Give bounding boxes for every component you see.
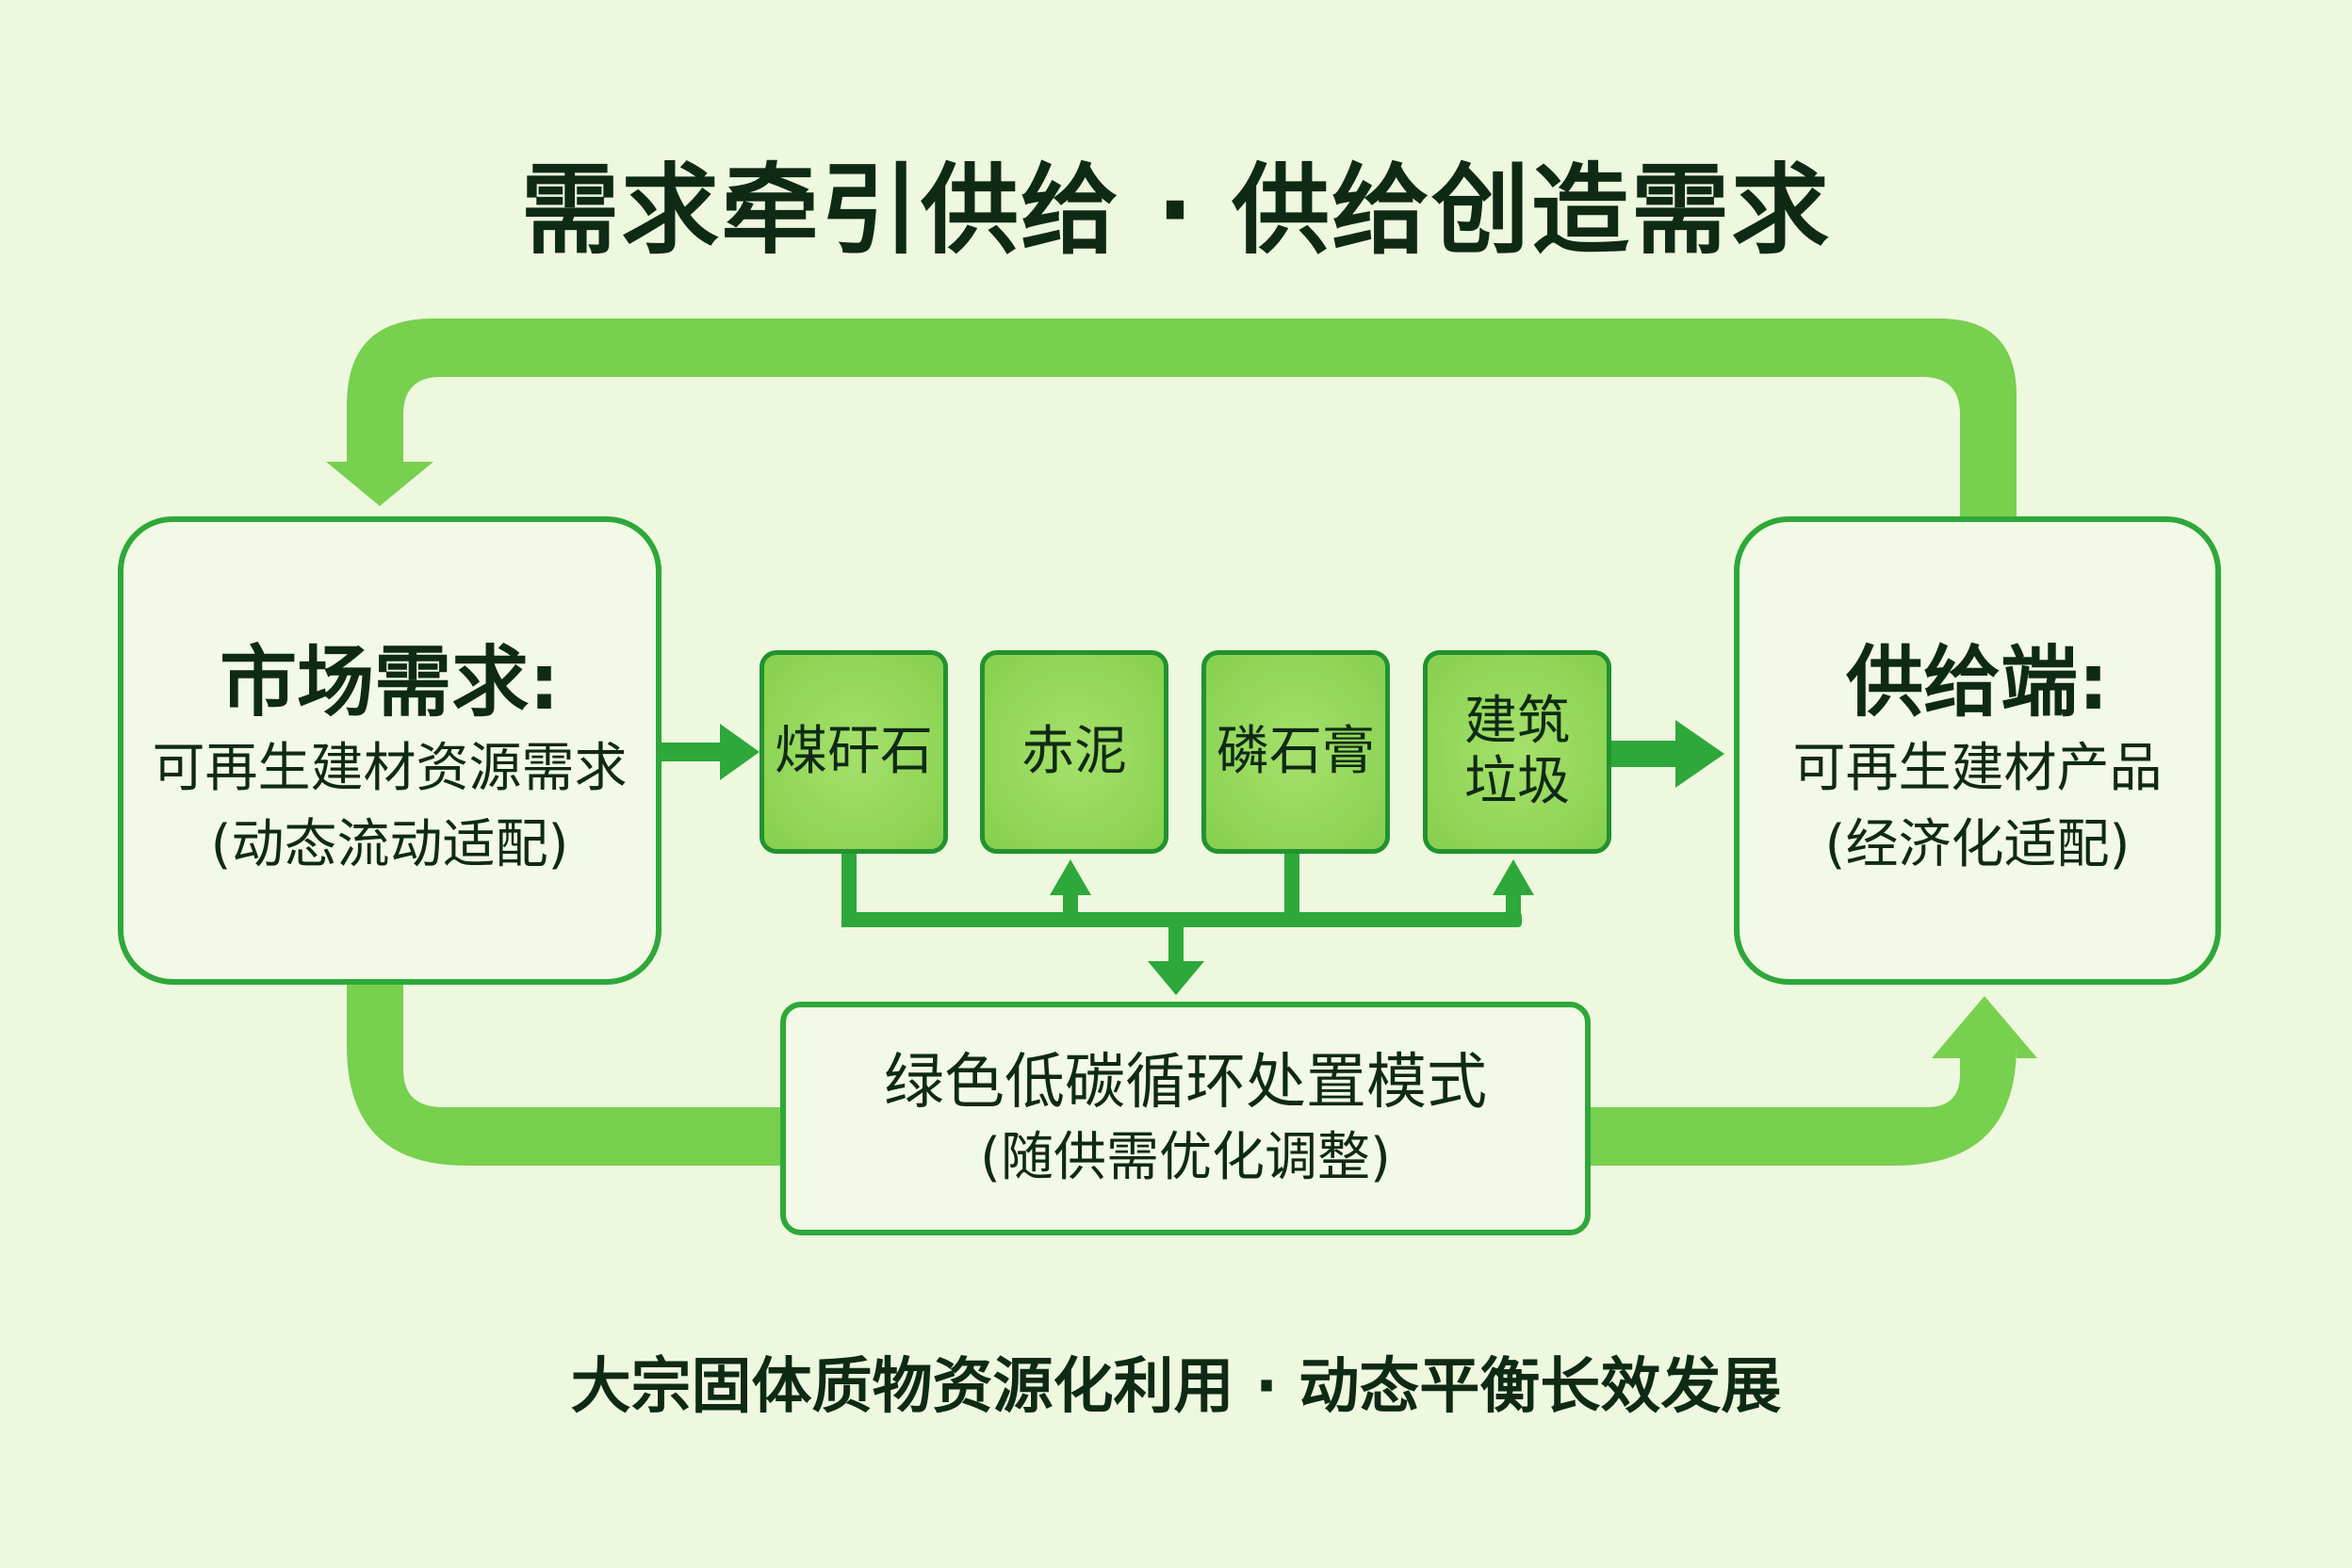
material-label-line2: 垃圾 (1464, 751, 1570, 812)
material-box-red-mud: 赤泥 (980, 650, 1168, 854)
material-label: 赤泥 (1021, 720, 1127, 782)
top-loop-arrow (326, 318, 2017, 516)
materials-to-supply-arrow (1609, 720, 1724, 788)
market-demand-line2: (动态流动适配) (210, 813, 569, 875)
market-demand-box: 市场需求: 可再生建材资源需求 (动态流动适配) (118, 516, 662, 985)
material-box-construction-waste: 建筑 垃圾 (1423, 650, 1611, 854)
footer-caption: 大宗固体质物资源化利用 · 动态平衡长效发展 (570, 1352, 1782, 1422)
process-heading: 绿色低碳循环处置模式 (884, 1047, 1487, 1118)
green-cycle-process-box: 绿色低碳循环处置模式 (随供需优化调整) (780, 1002, 1591, 1235)
bottom-loop-arrow (347, 985, 2037, 1166)
supply-side-box: 供给端: 可再生建材产品 (经济化适配) (1734, 516, 2221, 985)
material-label: 磷石膏 (1217, 720, 1375, 782)
market-demand-heading: 市场需求: (220, 638, 560, 728)
material-box-coal-gangue: 煤矸石 (760, 650, 948, 854)
material-branch-connector (841, 854, 1534, 995)
page-title: 需求牵引供给 · 供给创造需求 (521, 153, 1831, 268)
material-box-phosphogypsum: 磷石膏 (1201, 650, 1390, 854)
material-label-line1: 建筑 (1464, 690, 1570, 752)
supply-side-line1: 可再生建材产品 (1792, 737, 2163, 799)
market-demand-line1: 可再生建材资源需求 (152, 737, 628, 799)
demand-to-materials-arrow (662, 724, 760, 780)
supply-side-line2: (经济化适配) (1824, 813, 2131, 875)
material-label: 煤矸石 (775, 720, 933, 782)
supply-side-heading: 供给端: (1846, 638, 2109, 728)
process-subtitle: (随供需优化调整) (980, 1126, 1391, 1188)
